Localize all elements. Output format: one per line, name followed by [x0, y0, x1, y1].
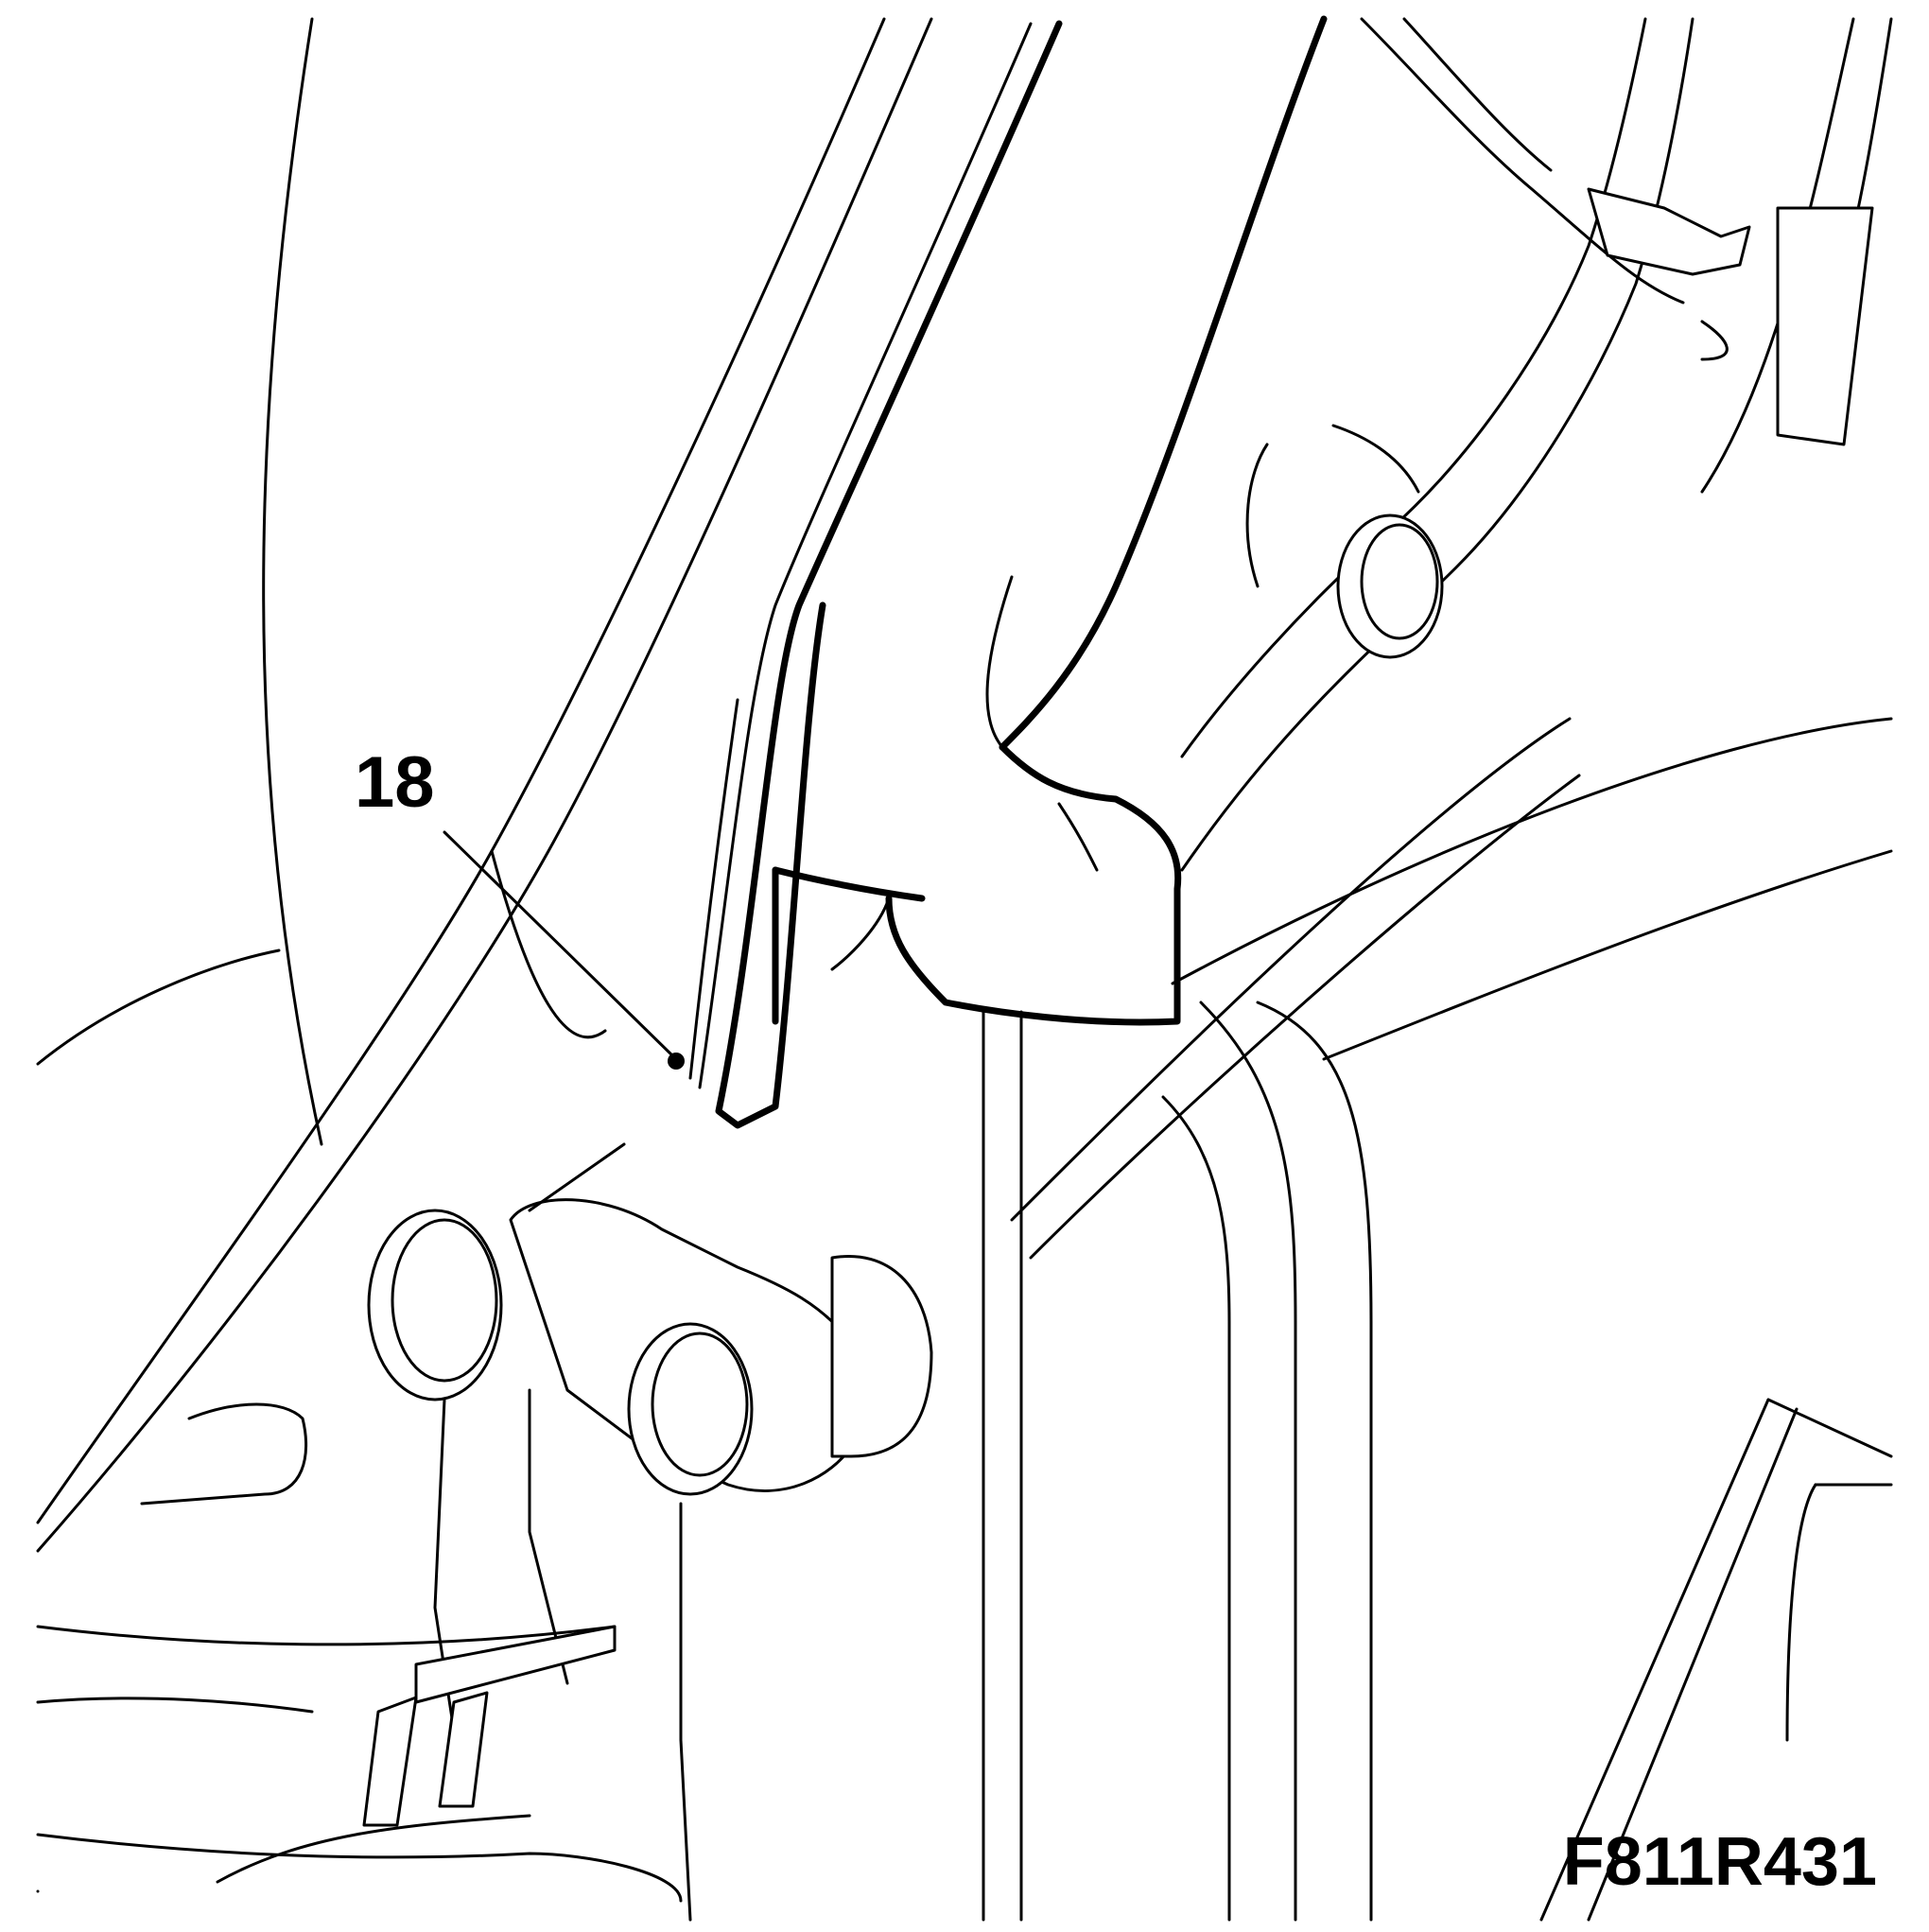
- lower-mechanism: [36, 1402, 683, 1903]
- callout-number: 18: [355, 742, 435, 823]
- frame-rail: [36, 17, 933, 1553]
- vertical-tubes: [982, 1001, 1373, 1922]
- body-panel: [36, 17, 323, 1893]
- pillar: [688, 20, 1063, 1129]
- callout-dot: [668, 1053, 685, 1070]
- hinge-bracket: [367, 1142, 933, 1922]
- cable-tube: [772, 15, 1328, 1026]
- lower-right-bracket: [1539, 1398, 1893, 1922]
- diagonal-strap: [1010, 717, 1893, 1260]
- upper-bracket: [1180, 17, 1893, 872]
- pivot-joint: [1245, 424, 1444, 659]
- callout-leader: [443, 830, 685, 1070]
- figure-code: F811R431: [1562, 1824, 1877, 1900]
